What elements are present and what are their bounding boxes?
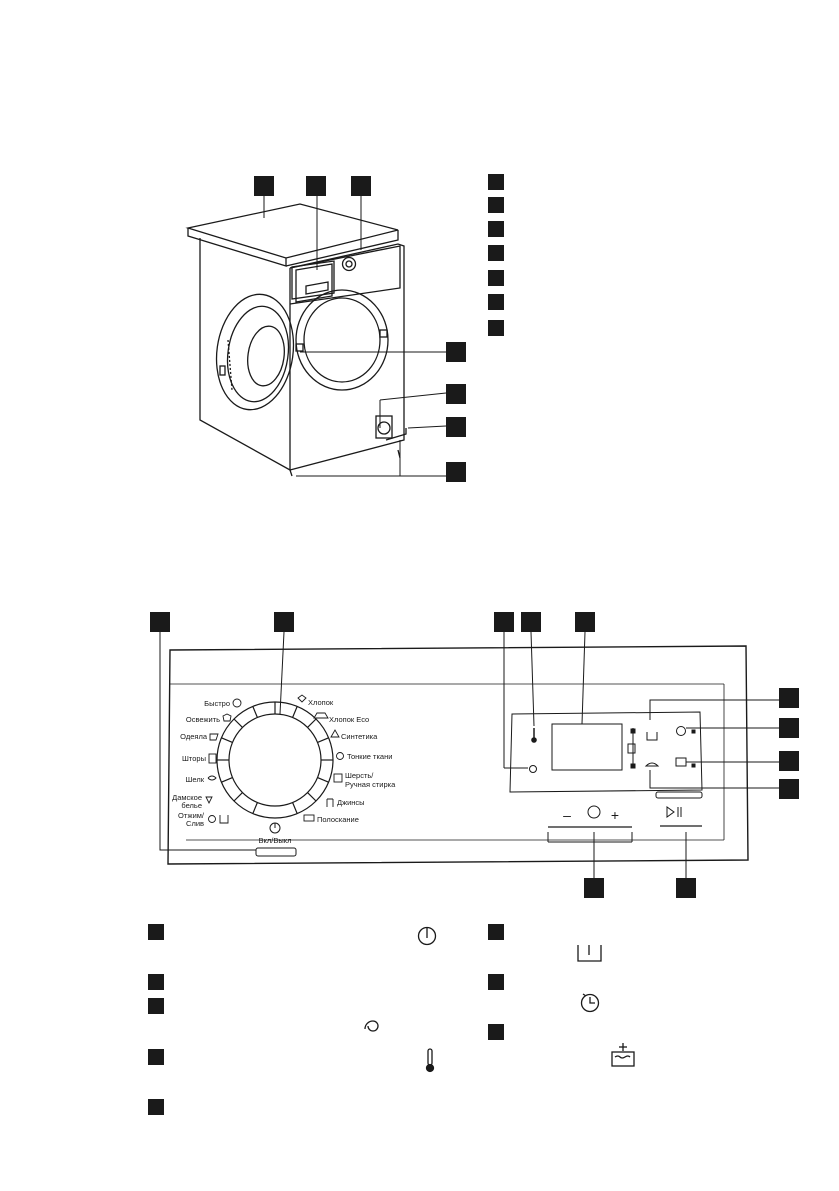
washing-machine-illustration: [185, 203, 407, 477]
cotton-icon: [297, 694, 307, 703]
power-button[interactable]: Вкл/Выкл: [255, 822, 297, 857]
legend-temperature-icon: [425, 1048, 435, 1073]
delay-icon: [676, 726, 686, 736]
legend-power-icon: [417, 926, 437, 946]
program-jeans: Джинсы: [337, 798, 365, 807]
jeans-icon: [326, 798, 334, 807]
program-silk: Шелк: [186, 775, 205, 784]
program-cotton-eco: Хлопок Eco: [329, 715, 369, 724]
dial-tick: [292, 802, 298, 814]
spin-small-icon: [208, 815, 216, 823]
dial-tick: [233, 792, 243, 802]
iron-icon: [644, 762, 660, 767]
duvet-icon: [209, 733, 219, 741]
bottom-legend-boxes: [148, 924, 504, 1115]
dial-tick: [221, 737, 233, 743]
legend-delay-icon: [580, 993, 600, 1013]
dial-tick: [307, 792, 317, 802]
rinse-icon: [303, 814, 315, 822]
program-delicates: Тонкие ткани: [347, 752, 392, 761]
start-pause-button[interactable]: [655, 791, 703, 827]
program-dial[interactable]: [216, 701, 334, 819]
program-refresh: Освежить: [186, 715, 220, 724]
control-panel-outline: [167, 645, 749, 865]
lock-icon: [627, 743, 636, 754]
program-lingerie-2: белье: [181, 801, 202, 810]
program-rinse: Полоскание: [317, 815, 359, 824]
delay-timer-icon: [587, 805, 601, 819]
panel-callout-boxes: [150, 612, 799, 898]
dial-tick: [221, 777, 233, 783]
cotton-eco-icon: [313, 712, 329, 719]
program-duvet: Одеяла: [180, 732, 208, 741]
curtain-icon: [208, 753, 217, 764]
program-synthetics: Синтетика: [341, 732, 378, 741]
dial-tick: [307, 718, 317, 728]
delay-buttons[interactable]: – +: [548, 805, 632, 828]
program-spin-2: Слив: [186, 819, 204, 828]
program-labels-right: Хлопок Хлопок Eco Синтетика Тонкие ткани…: [308, 698, 396, 824]
delicates-icon: [336, 752, 344, 760]
dial-tick: [317, 737, 329, 743]
wool-icon: [333, 773, 343, 783]
program-spin-1: Отжим/: [178, 811, 205, 820]
program-curtains: Шторы: [182, 754, 206, 763]
machine-legend-boxes: [488, 174, 504, 336]
silk-icon: [207, 775, 217, 781]
dial-tick: [252, 802, 258, 814]
legend-extra-rinse-icon: [611, 1043, 635, 1067]
legend-spin-icon: [364, 1020, 379, 1032]
program-quick: Быстро: [204, 699, 230, 708]
shirt-icon: [222, 713, 232, 722]
dial-tick: [252, 706, 258, 718]
program-icons-left: [205, 698, 242, 824]
machine-callout-lines: [263, 196, 447, 477]
lingerie-icon: [205, 796, 213, 805]
display-screen: [551, 723, 623, 771]
spin-icon: [529, 765, 537, 773]
program-cotton: Хлопок: [308, 698, 334, 707]
extra-rinse-icon: [675, 757, 687, 767]
delay-minus: –: [563, 807, 571, 823]
program-lingerie-1: Дамское: [172, 793, 202, 802]
start-pause-icon: [666, 806, 675, 818]
program-wool-1: Шерсть/: [345, 771, 374, 780]
program-labels-left: Быстро Освежить Одеяла Шторы Шелк Дамско…: [172, 699, 230, 828]
display-area: [509, 711, 703, 793]
bottom-legend-icons: [364, 926, 635, 1073]
program-wool-2: Ручная стирка: [345, 780, 396, 789]
prewash-icon: [646, 732, 658, 741]
legend-prewash-icon: [577, 945, 602, 962]
dial-tick: [317, 777, 329, 783]
program-icons-right: [297, 694, 344, 822]
drain-icon: [219, 815, 229, 824]
quick-icon: [232, 698, 242, 708]
dial-tick: [233, 718, 243, 728]
dial-tick: [292, 706, 298, 718]
synthetics-icon: [330, 729, 340, 738]
panel-callout-lines: [159, 631, 782, 880]
delay-plus: +: [611, 807, 619, 823]
power-label: Вкл/Выкл: [259, 836, 292, 845]
machine-callout-boxes: [254, 176, 466, 482]
